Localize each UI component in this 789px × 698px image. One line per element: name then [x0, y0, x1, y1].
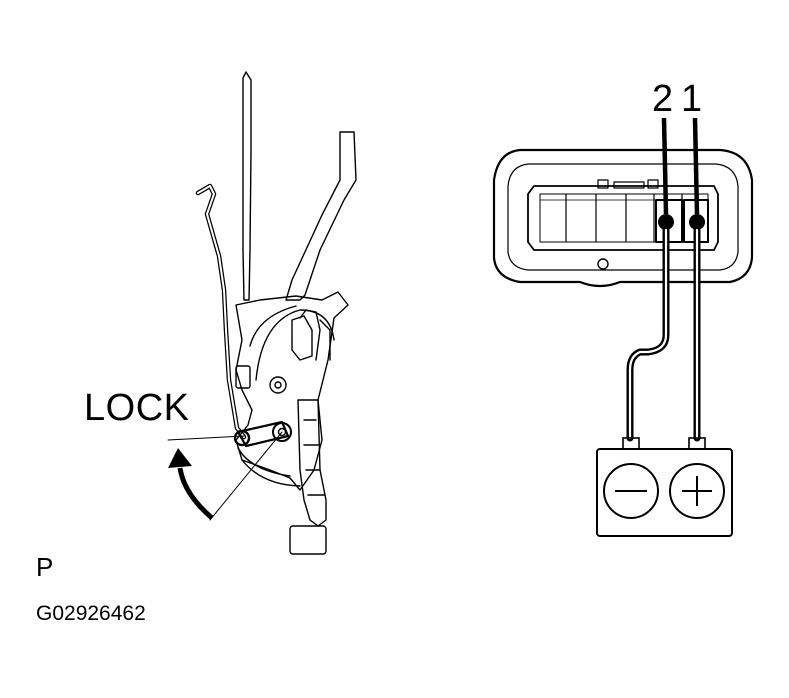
plus-icon — [669, 463, 725, 519]
negative-lead — [626, 226, 670, 442]
minus-icon — [603, 463, 659, 519]
lock-direction-arrow — [168, 448, 214, 520]
battery-post-positive — [688, 437, 706, 450]
figure-id-label: G02926462 — [36, 602, 146, 625]
upper-rod — [242, 71, 252, 301]
pin-1-label: 1 — [681, 78, 703, 120]
lock-plate — [285, 131, 357, 301]
lock-lever — [236, 420, 290, 448]
lock-direction-label: LOCK — [84, 387, 190, 429]
battery — [596, 437, 733, 537]
bottom-connector — [289, 525, 327, 555]
lower-stem — [297, 399, 327, 527]
angle-ref-line-2 — [209, 431, 283, 521]
lock-body — [235, 291, 349, 491]
test-leads — [626, 226, 701, 442]
battery-post-negative — [622, 437, 640, 450]
pin-2-label: 2 — [652, 78, 674, 120]
view-code-label: P — [36, 552, 54, 582]
connector-housing — [492, 148, 754, 288]
terminal-2 — [658, 117, 674, 230]
angle-ref-line-1 — [167, 435, 245, 441]
battery-case — [596, 448, 733, 537]
terminal-1 — [689, 117, 705, 230]
door-lock-assembly — [167, 71, 357, 555]
